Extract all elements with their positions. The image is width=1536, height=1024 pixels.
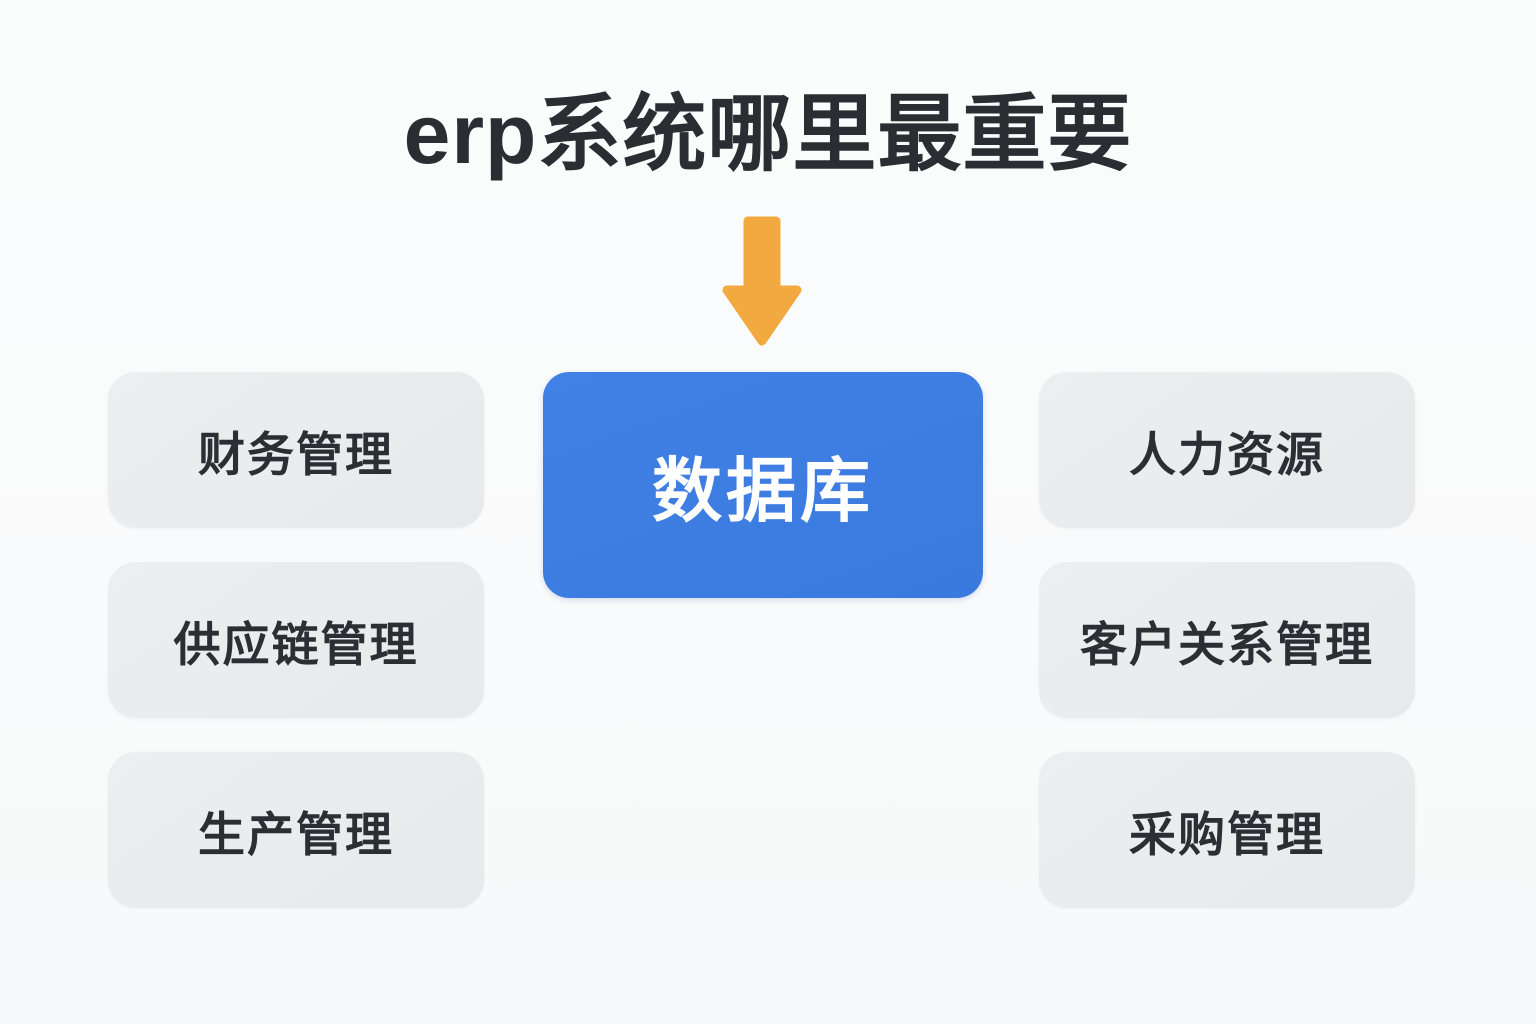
center-node-label: 数据库 [652,451,874,530]
module-box-supply-chain: 供应链管理 [108,562,484,718]
module-box-crm: 客户关系管理 [1039,562,1415,718]
module-box-finance: 财务管理 [108,372,484,528]
module-box-production: 生产管理 [108,752,484,908]
module-box-procurement: 采购管理 [1039,752,1415,908]
arrow-down-icon [720,214,804,350]
diagram-title: erp系统哪里最重要 [403,87,1133,181]
module-label: 财务管理 [198,427,394,481]
module-label: 生产管理 [198,807,394,861]
module-label: 采购管理 [1129,807,1325,861]
module-box-human-resources: 人力资源 [1039,372,1415,528]
module-label: 人力资源 [1129,427,1325,481]
module-label: 客户关系管理 [1080,617,1374,671]
module-label: 供应链管理 [173,617,419,671]
center-node-database: 数据库 [543,372,983,598]
